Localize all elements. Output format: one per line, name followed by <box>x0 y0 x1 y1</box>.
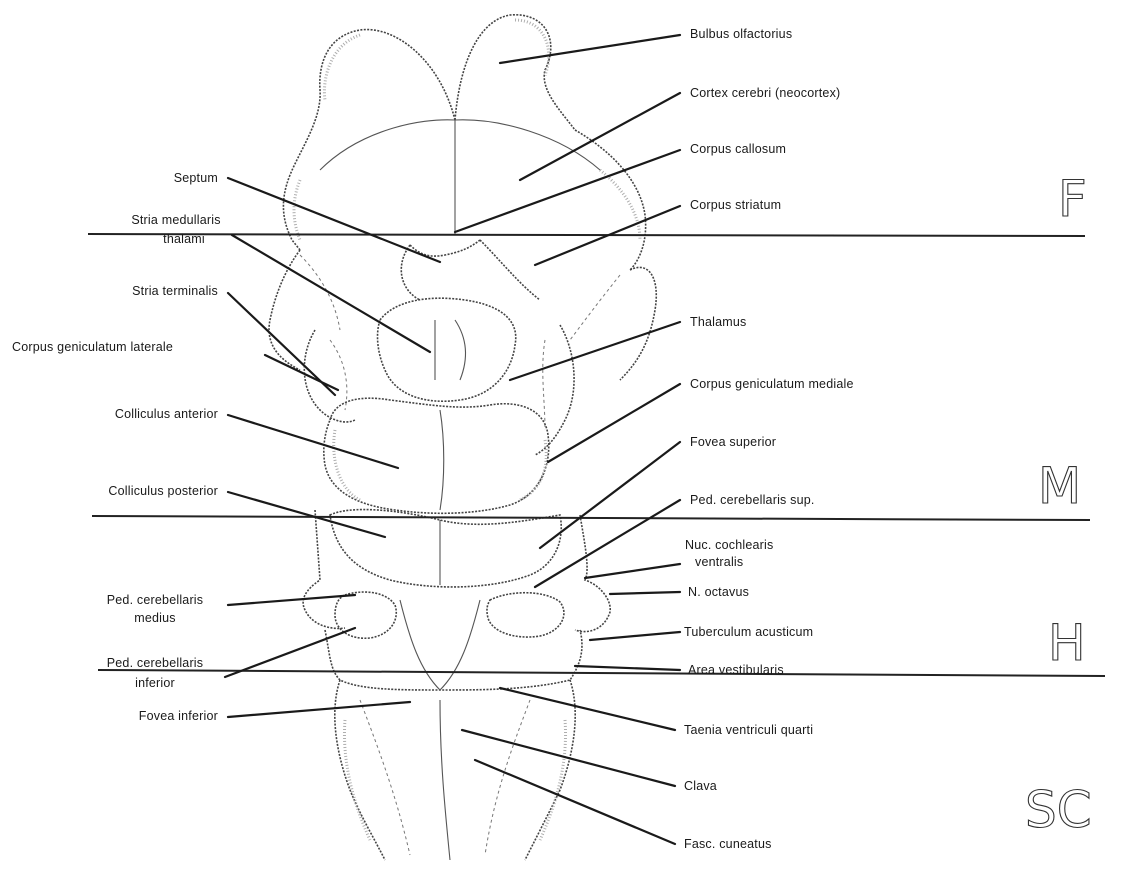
brain-illustration <box>269 15 656 860</box>
label-nuc-cochlearis-line1: Nuc. cochlearis <box>685 538 773 552</box>
leader-ped-cerebellaris-medius <box>228 595 355 605</box>
leader-colliculus-anterior <box>228 415 398 468</box>
labels-left: Septum Stria medullaris thalami Stria te… <box>12 171 221 723</box>
divider-forebrain <box>88 234 1085 236</box>
label-corpus-geniculatum-mediale: Corpus geniculatum mediale <box>690 377 854 391</box>
label-cortex-cerebri: Cortex cerebri (neocortex) <box>690 86 840 100</box>
leader-corpus-geniculatum-laterale <box>265 355 338 390</box>
leader-fovea-inferior <box>228 702 410 717</box>
label-taenia-ventriculi-quarti: Taenia ventriculi quarti <box>684 723 813 737</box>
label-thalamus: Thalamus <box>690 315 746 329</box>
leader-area-vestibularis <box>575 666 680 670</box>
label-n-octavus: N. octavus <box>688 585 749 599</box>
divider-midbrain <box>92 516 1090 520</box>
label-stria-terminalis: Stria terminalis <box>132 284 218 298</box>
leader-stria-medullaris <box>232 235 430 352</box>
label-ped-cerebellaris-inferior-line1: Ped. cerebellaris <box>107 656 204 670</box>
leader-corpus-geniculatum-mediale <box>548 384 680 462</box>
leader-clava <box>462 730 675 786</box>
region-label-forebrain: F <box>1058 170 1087 228</box>
leader-n-octavus <box>610 592 680 594</box>
region-label-hindbrain: H <box>1048 614 1086 672</box>
label-bulbus-olfactorius: Bulbus olfactorius <box>690 27 792 41</box>
leader-thalamus <box>510 322 680 380</box>
label-ped-cerebellaris-sup: Ped. cerebellaris sup. <box>690 493 815 507</box>
label-stria-medullaris-line1: Stria medullaris <box>131 213 220 227</box>
label-ped-cerebellaris-medius-line1: Ped. cerebellaris <box>107 593 204 607</box>
leader-lines-left <box>225 178 440 717</box>
leader-fasc-cuneatus <box>475 760 675 844</box>
label-fasc-cuneatus: Fasc. cuneatus <box>684 837 772 851</box>
leader-fovea-superior <box>540 442 680 548</box>
divider-hindbrain <box>98 670 1105 676</box>
labels-right: Bulbus olfactorius Cortex cerebri (neoco… <box>684 27 854 851</box>
leader-nuc-cochlearis <box>585 564 680 578</box>
label-ped-cerebellaris-medius-line2: medius <box>134 611 176 625</box>
label-corpus-callosum: Corpus callosum <box>690 142 786 156</box>
label-corpus-geniculatum-laterale: Corpus geniculatum laterale <box>12 340 173 354</box>
label-stria-medullaris-line2: thalami <box>163 232 205 246</box>
label-septum: Septum <box>174 171 218 185</box>
label-tuberculum-acusticum: Tuberculum acusticum <box>684 625 813 639</box>
leader-taenia-ventriculi <box>500 688 675 730</box>
label-clava: Clava <box>684 779 717 793</box>
region-label-midbrain: M <box>1038 457 1081 515</box>
leader-ped-cerebellaris-inferior <box>225 628 355 677</box>
label-colliculus-posterior: Colliculus posterior <box>108 484 218 498</box>
leader-lines-right <box>455 35 680 844</box>
leader-tuberculum-acusticum <box>590 632 680 640</box>
label-corpus-striatum: Corpus striatum <box>690 198 781 212</box>
label-nuc-cochlearis-line2: ventralis <box>695 555 743 569</box>
label-fovea-superior: Fovea superior <box>690 435 776 449</box>
leader-colliculus-posterior <box>228 492 385 537</box>
label-area-vestibularis: Area vestibularis <box>688 663 784 677</box>
label-colliculus-anterior: Colliculus anterior <box>115 407 218 421</box>
label-ped-cerebellaris-inferior-line2: inferior <box>135 676 175 690</box>
label-fovea-inferior: Fovea inferior <box>139 709 218 723</box>
leader-septum <box>228 178 440 262</box>
leader-bulbus-olfactorius <box>500 35 680 63</box>
region-label-spinal-cord: SC <box>1025 781 1092 839</box>
